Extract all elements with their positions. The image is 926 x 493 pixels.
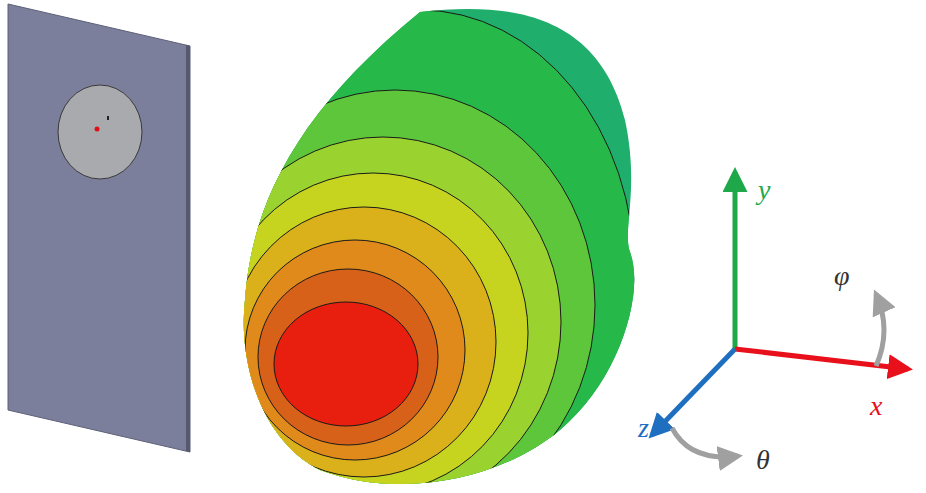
ground-plane-edge bbox=[186, 45, 190, 452]
z-axis bbox=[652, 349, 735, 435]
antenna bbox=[8, 4, 190, 452]
y-axis bbox=[733, 172, 738, 349]
contour bbox=[195, 90, 595, 493]
radiation-pattern bbox=[195, 9, 635, 493]
angle-label: φ bbox=[834, 262, 850, 290]
patch bbox=[58, 85, 142, 179]
phi-arrow bbox=[876, 294, 884, 366]
ground-plane bbox=[8, 4, 190, 452]
short-pin bbox=[107, 116, 109, 120]
theta-arrow bbox=[672, 428, 738, 457]
contour bbox=[258, 269, 438, 445]
contour bbox=[274, 302, 418, 426]
axis-label: z bbox=[638, 414, 649, 442]
axis-label: y bbox=[758, 176, 770, 204]
axes bbox=[652, 172, 908, 457]
contour bbox=[232, 207, 496, 477]
axis-label: x bbox=[870, 392, 882, 420]
contour bbox=[205, 137, 561, 493]
angle-label: θ bbox=[756, 446, 770, 474]
feed-point bbox=[95, 127, 100, 132]
contour bbox=[245, 240, 465, 460]
contour bbox=[218, 173, 528, 493]
